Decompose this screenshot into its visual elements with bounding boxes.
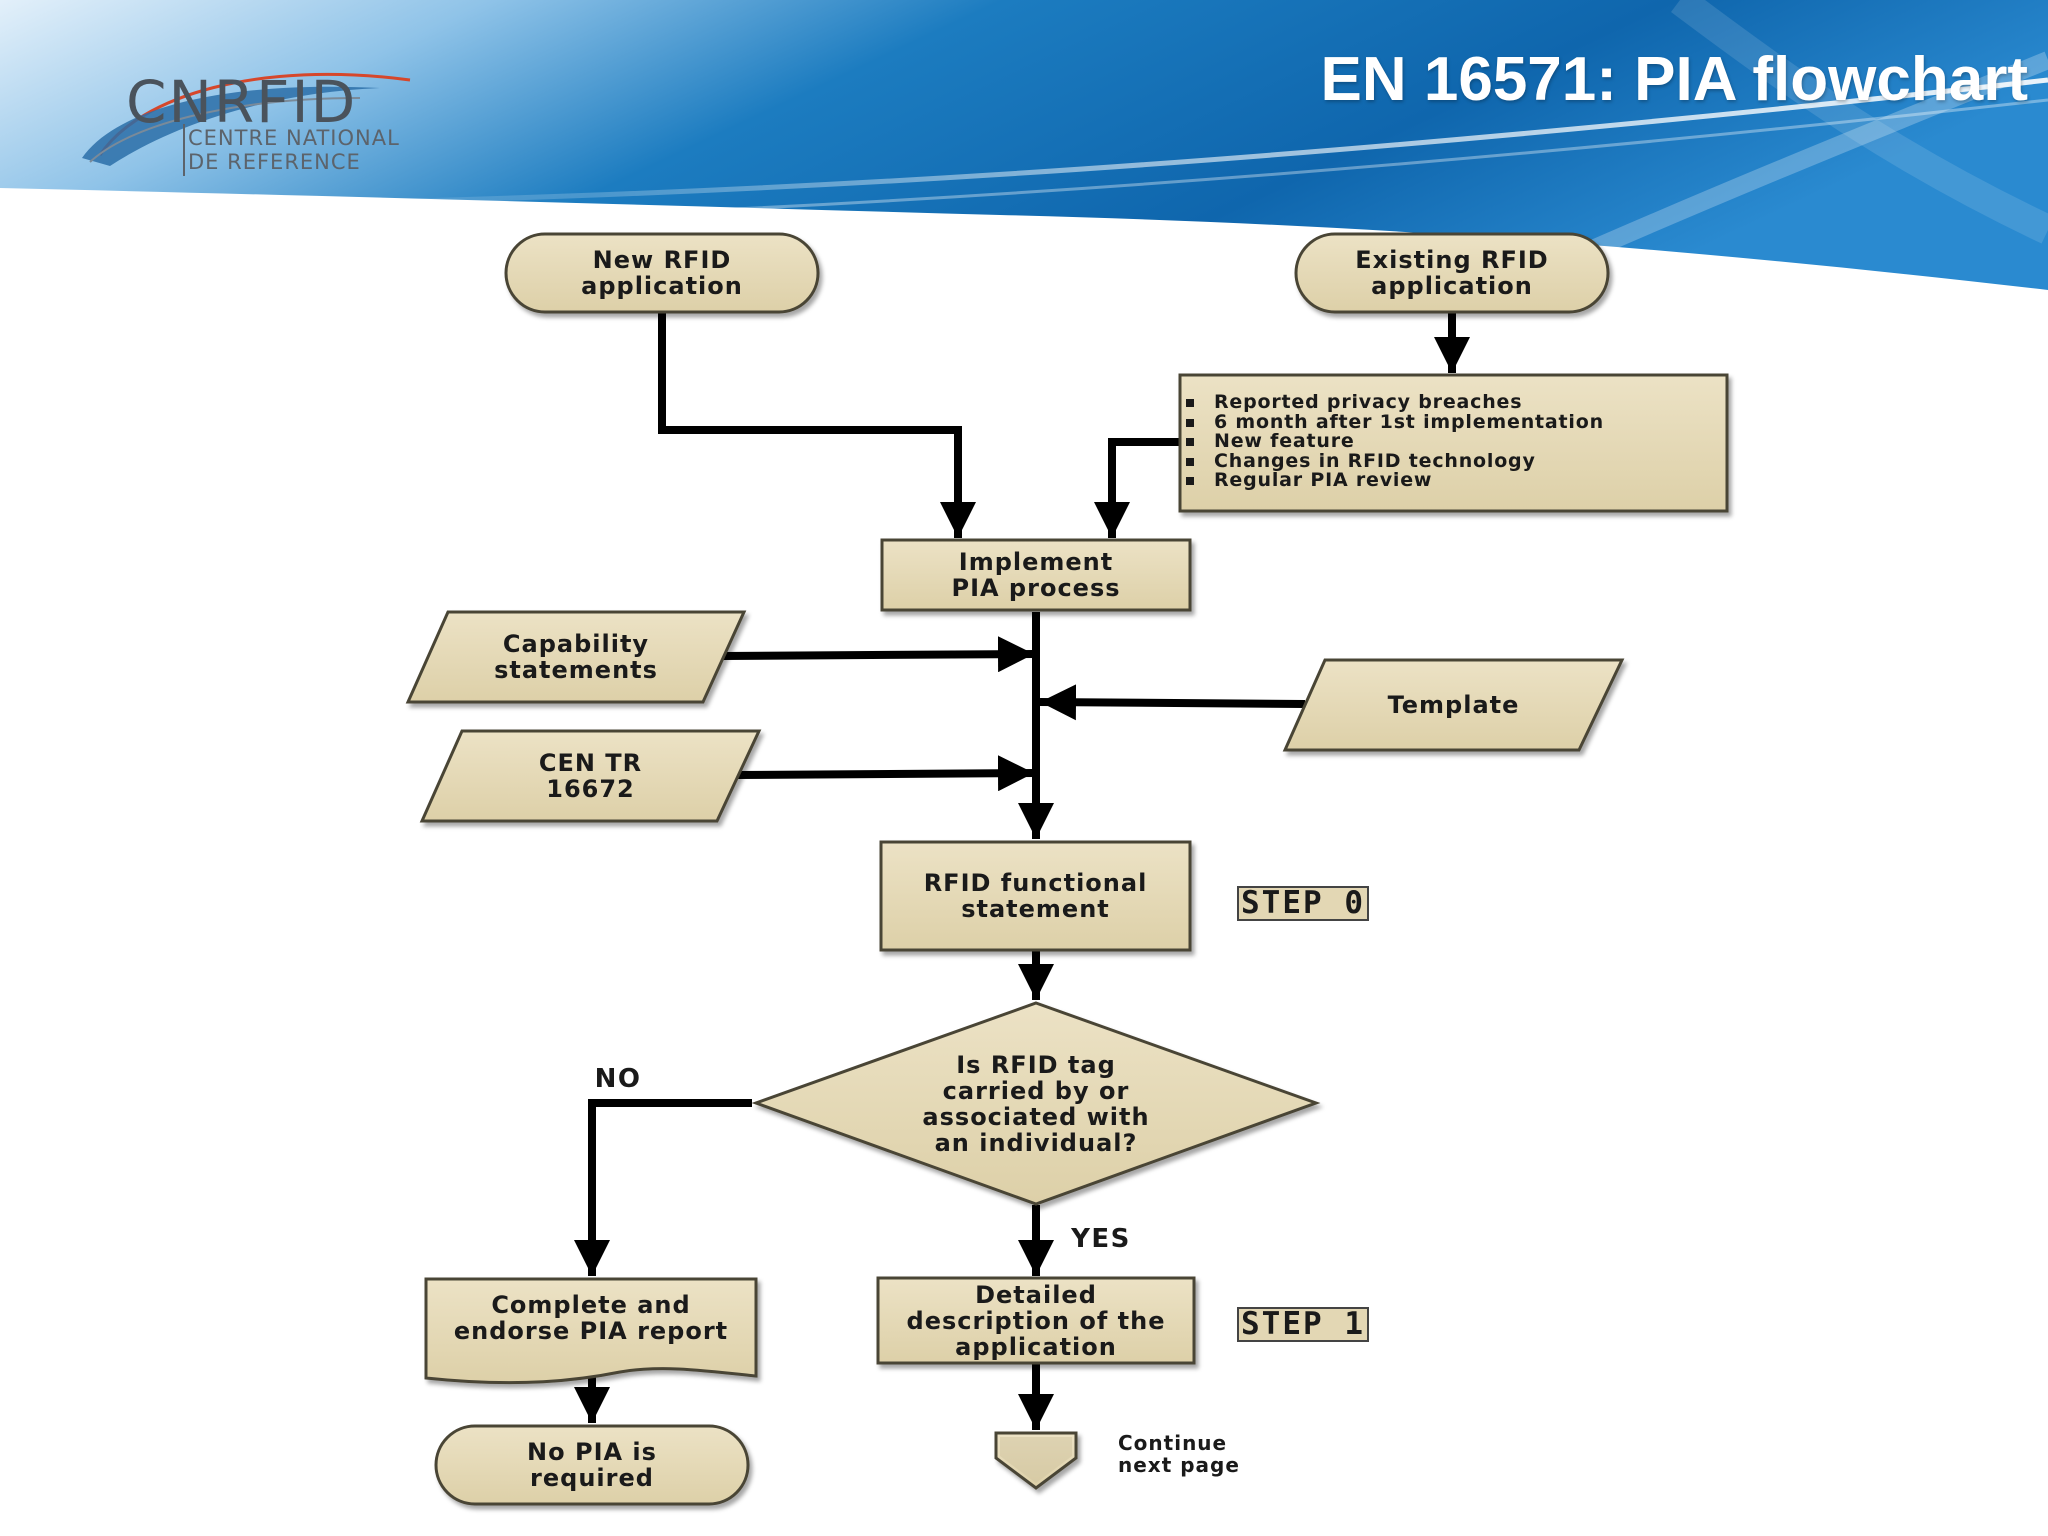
list-item: Reported privacy breaches (1186, 392, 1604, 413)
logo-line2: DE REFERENCE (188, 150, 361, 174)
detailed-box (876, 1276, 1196, 1365)
page-title: EN 16571: PIA flowchart (1320, 45, 2029, 114)
implement-box (880, 538, 1192, 612)
arrow-cen-to-main (737, 755, 1035, 792)
logo-wordmark: CNRFID (126, 68, 358, 136)
no-pia-terminator (434, 1424, 750, 1506)
capability-parallelogram (405, 610, 747, 704)
decision-diamond (751, 1001, 1321, 1206)
cnrfid-logo: CNRFID CENTRE NATIONAL DE REFERENCE (80, 40, 440, 190)
detailed-label: Detailed description of the application (906, 1280, 1166, 1361)
logo-swoosh-icon (82, 72, 411, 176)
existing-app-terminator (1294, 232, 1610, 314)
list-item: New feature (1186, 431, 1604, 452)
arrow-capability-to-main (722, 636, 1035, 673)
list-item: Regular PIA review (1186, 470, 1604, 491)
step-1-badge: STEP 1 (1237, 1307, 1369, 1342)
arrow-new-to-implement (658, 313, 976, 538)
arrow-triggers-to-implement (1094, 438, 1180, 538)
yes-branch-label: YES (1071, 1224, 1131, 1254)
arrow-decision-no (574, 1099, 752, 1276)
complete-document (424, 1277, 758, 1385)
functional-box (879, 840, 1192, 952)
new-app-terminator (504, 232, 820, 314)
connectors (574, 313, 1470, 1430)
step-0-badge: STEP 0 (1237, 886, 1369, 921)
list-item: Changes in RFID technology (1186, 451, 1604, 472)
arrow-template-to-main (1039, 684, 1306, 721)
logo-line1: CENTRE NATIONAL (188, 126, 400, 150)
template-label: Template (1387, 691, 1520, 719)
cen-tr-parallelogram (419, 729, 762, 823)
triggers-box (1178, 373, 1729, 513)
no-branch-label: NO (594, 1064, 642, 1094)
decision-label: Is RFID tag carried by or associated wit… (922, 1051, 1150, 1157)
template-parallelogram (1282, 658, 1625, 752)
list-item: 6 month after 1st implementation (1186, 412, 1604, 433)
triggers-list: Reported privacy breaches 6 month after … (1186, 392, 1604, 491)
